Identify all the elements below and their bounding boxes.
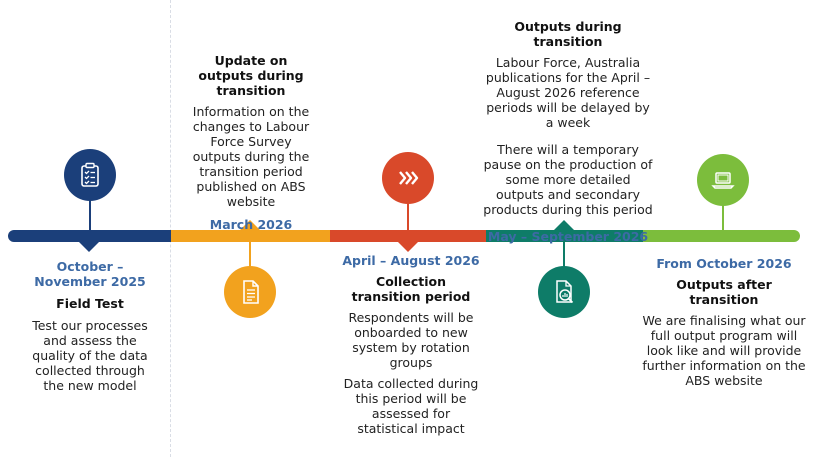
stage-outputs-after-transition: From October 2026 Outputs after transiti… — [640, 256, 808, 388]
stage-field-test: October – November 2025 Field Test Test … — [26, 259, 154, 393]
stage-heading: Outputs after transition — [676, 277, 772, 307]
stage-date: October – November 2025 — [34, 259, 146, 289]
timeline-pointer-3 — [398, 242, 418, 252]
divider-line — [170, 0, 171, 457]
stage-description-2: Data collected during this period will b… — [343, 376, 479, 436]
stage-description: Information on the changes to Labour For… — [192, 104, 310, 209]
stage-collection-transition: April – August 2026 Collection transitio… — [340, 253, 482, 436]
stage-description: We are finalising what our full output p… — [642, 313, 806, 388]
stage-description: Labour Force, Australia publications for… — [485, 55, 651, 130]
circle-collection-transition — [382, 152, 434, 204]
circle-field-test — [64, 149, 116, 201]
timeline-pointer-1 — [79, 242, 99, 252]
stage-date: From October 2026 — [656, 256, 792, 271]
stage-update-outputs: Update on outputs during transition Info… — [187, 53, 315, 232]
stage-heading: Collection transition period — [351, 274, 471, 304]
timeline-pointer-4 — [554, 220, 574, 230]
stage-outputs-during-transition: Outputs during transition Labour Force, … — [482, 19, 654, 244]
circle-update-outputs — [224, 266, 276, 318]
timeline-segment-3 — [330, 230, 486, 242]
stage-description-2: There will a temporary pause on the prod… — [483, 142, 653, 217]
stage-date: March 2026 — [209, 217, 293, 232]
stage-heading: Update on outputs during transition — [198, 53, 304, 98]
circle-outputs-during-transition — [538, 266, 590, 318]
chevrons-right-icon — [399, 171, 419, 185]
stage-description: Respondents will be onboarded to new sys… — [348, 310, 474, 370]
timeline-pointer-2 — [240, 220, 260, 230]
stage-heading: Outputs during transition — [514, 19, 622, 49]
circle-outputs-after-transition — [697, 154, 749, 206]
stage-description: Test our processes and assess the qualit… — [32, 318, 148, 393]
clipboard-checklist-icon — [81, 162, 99, 187]
stem-1 — [89, 190, 91, 230]
laptop-icon — [711, 172, 735, 189]
chart-document-icon — [556, 280, 574, 304]
stem-5 — [722, 205, 724, 230]
document-icon — [243, 280, 259, 304]
timeline-segment-1 — [8, 230, 171, 242]
stem-3 — [407, 198, 409, 230]
stage-date: April – August 2026 — [342, 253, 480, 268]
timeline-segment-2 — [171, 230, 330, 242]
stem-4 — [563, 242, 565, 267]
stem-2 — [249, 242, 251, 270]
timeline-segment-5 — [643, 230, 800, 242]
timeline-segment-4 — [486, 230, 643, 242]
stage-heading: Field Test — [56, 296, 124, 311]
stage-date: May – September 2026 — [487, 229, 649, 244]
